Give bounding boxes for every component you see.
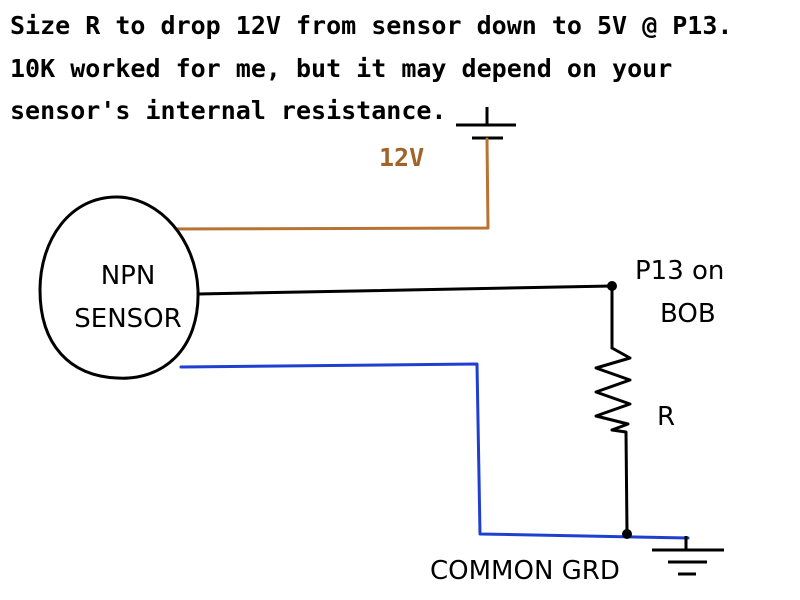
supply-wire — [159, 137, 490, 231]
note-line-2: 10K worked for me, but it may depend on … — [10, 54, 672, 83]
ground-wire — [179, 362, 690, 540]
ground-icon — [652, 536, 724, 576]
sensor-label-line-1: NPN — [101, 261, 156, 291]
resistor-label: R — [657, 402, 675, 432]
signal-wire — [196, 284, 614, 296]
resistor-lead-bottom — [610, 428, 629, 534]
supply-voltage-label: 12V — [379, 143, 424, 172]
pin-label-line-1: P13 on — [635, 256, 724, 286]
resistor-icon — [594, 346, 632, 432]
common-ground-label: COMMON GRD — [430, 556, 620, 586]
pin-label-line-2: BOB — [660, 299, 716, 329]
battery-icon — [456, 107, 516, 140]
note-line-3: sensor's internal resistance. — [10, 96, 447, 125]
sensor-body — [38, 195, 200, 380]
note-line-1: Size R to drop 12V from sensor down to 5… — [10, 11, 732, 40]
sensor-label-line-2: SENSOR — [74, 304, 181, 334]
ground-junction-dot — [622, 529, 632, 539]
